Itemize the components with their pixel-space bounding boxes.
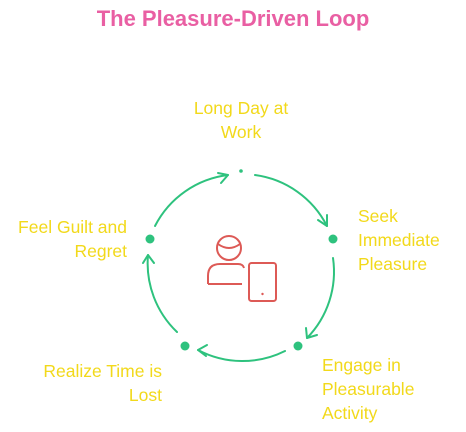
step-guilt-line1: Feel Guilt and: [18, 217, 127, 237]
arrow-engage-to-realize: [197, 349, 286, 363]
arrowhead-realize-to-guilt: [142, 254, 155, 264]
node-seek: [328, 234, 338, 244]
arrowhead-guilt-to-work: [217, 172, 229, 184]
step-engage-line2: Pleasurable: [322, 379, 415, 399]
step-long-day-at-work: Long Day at Work: [182, 96, 300, 144]
step-engage-line3: Activity: [322, 403, 378, 423]
step-long-day-line1: Long Day at: [193, 98, 289, 118]
cycle-arrows: [142, 172, 335, 363]
step-seek-line2: Immediate: [358, 230, 440, 250]
node-guilt: [145, 234, 155, 244]
step-feel-guilt-and-regret: Feel Guilt and Regret: [0, 215, 127, 263]
node-realize: [180, 341, 190, 351]
arrow-realize-to-guilt: [146, 254, 178, 333]
step-engage-line1: Engage in: [322, 355, 401, 375]
arrow-seek-to-engage: [306, 257, 335, 339]
person-with-phone-icon: [207, 235, 277, 302]
node-work: [239, 169, 243, 173]
arrowhead-seek-to-engage: [305, 327, 318, 339]
arrow-guilt-to-work: [154, 174, 229, 227]
node-engage: [293, 341, 303, 351]
step-seek-line1: Seek: [358, 206, 398, 226]
arrowhead-engage-to-realize: [197, 344, 208, 357]
diagram-title: The Pleasure-Driven Loop: [96, 6, 370, 31]
step-realize-line2: Lost: [128, 385, 162, 405]
step-realize-line1: Realize Time is: [43, 361, 162, 381]
step-seek-immediate-pleasure: Seek Immediate Pleasure: [358, 204, 464, 276]
step-engage-in-pleasurable-activity: Engage in Pleasurable Activity: [322, 353, 462, 425]
step-long-day-line2: Work: [220, 122, 262, 142]
step-guilt-line2: Regret: [74, 241, 127, 261]
arrow-work-to-seek: [254, 174, 328, 227]
cycle-nodes: [145, 169, 338, 351]
step-seek-line3: Pleasure: [358, 254, 428, 274]
step-realize-time-is-lost: Realize Time is Lost: [10, 359, 162, 407]
arrowhead-work-to-seek: [317, 214, 328, 227]
